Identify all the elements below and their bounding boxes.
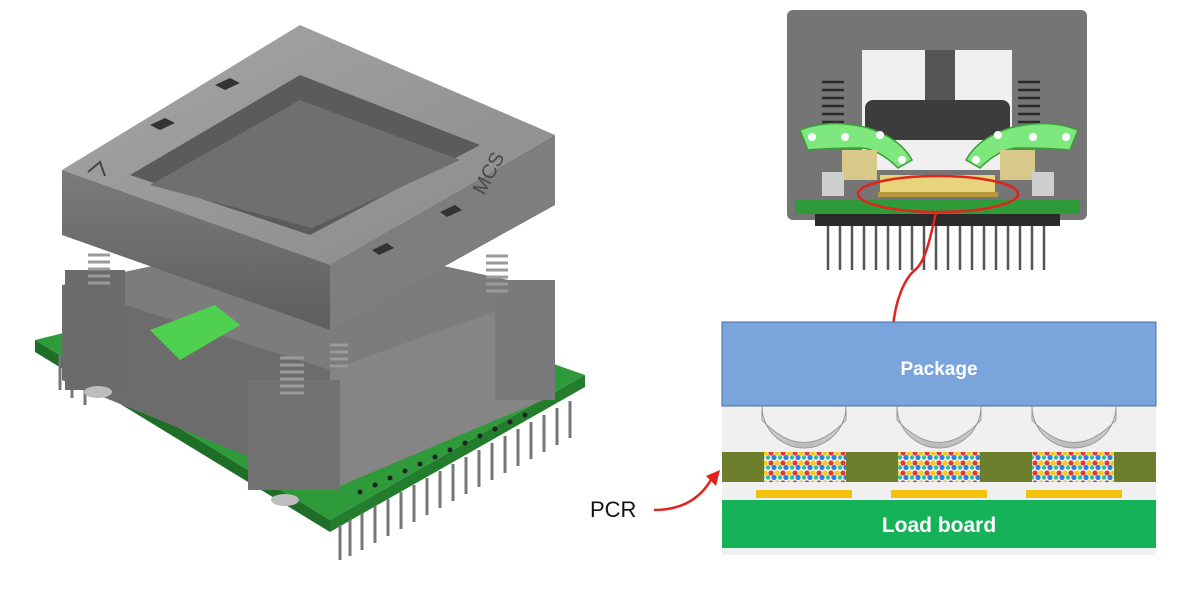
standoff-foot-front: [271, 494, 299, 506]
section-latch-right: [964, 122, 1079, 169]
lid-front-wall: [62, 170, 330, 330]
load-board-layer: [722, 500, 1156, 548]
green-latch-lower: [150, 305, 240, 360]
section-side-clip-right: [1032, 172, 1054, 196]
section-latch-left: [799, 122, 914, 169]
solder-ball-3: [1031, 405, 1117, 449]
lid-slot-3: [440, 205, 462, 217]
callout-arrow-line: [891, 211, 938, 329]
package-layer: [721, 321, 1157, 407]
pcr-arrow-line: [653, 477, 714, 512]
layer-diagram: Package Load board: [721, 321, 1157, 555]
section-side-clip-left: [822, 172, 844, 196]
section-pins: [826, 226, 1046, 270]
corner-post-front: [248, 380, 340, 490]
contact-pad-3: [1026, 490, 1122, 498]
section-pcb-lower: [815, 214, 1060, 226]
pcb-board-right-edge: [330, 375, 585, 532]
corner-post-left: [65, 270, 125, 390]
corner-post-right: [495, 280, 555, 400]
contact-pad-1: [756, 490, 852, 498]
contact-pad-2: [891, 490, 987, 498]
solder-ball-2: [896, 405, 982, 449]
section-tan-block-right: [1000, 150, 1035, 180]
lid-right-wall: [330, 135, 555, 330]
package-label: Package: [900, 359, 977, 380]
section-tan-block-left: [842, 150, 877, 180]
section-package-contacts: [878, 192, 998, 197]
pcr-arrow-head: [706, 470, 720, 486]
lid-slot-4: [372, 243, 394, 255]
section-latch-pivots: [808, 131, 1070, 164]
pcr-label: PCR: [590, 497, 636, 522]
standoff-foot-left: [84, 386, 112, 398]
section-springs: [822, 80, 1040, 124]
lid-slot-1: [150, 118, 175, 130]
solder-ball-1: [761, 405, 847, 449]
lid-arrow-mark: [87, 160, 106, 177]
highlight-ellipse: [856, 174, 1020, 214]
pcr-column-1: [764, 452, 846, 482]
socket-3d-render: 352 MCS: [35, 25, 585, 560]
lid-opening-floor: [150, 100, 460, 228]
pcr-column-2: [898, 452, 980, 482]
lid-slot-2: [215, 78, 240, 90]
pcr-column-3: [1032, 452, 1114, 482]
socket-cross-section: [787, 10, 1087, 270]
load-board-label: Load board: [882, 514, 996, 537]
section-package: [880, 175, 995, 193]
section-upper-block: [865, 100, 1010, 140]
